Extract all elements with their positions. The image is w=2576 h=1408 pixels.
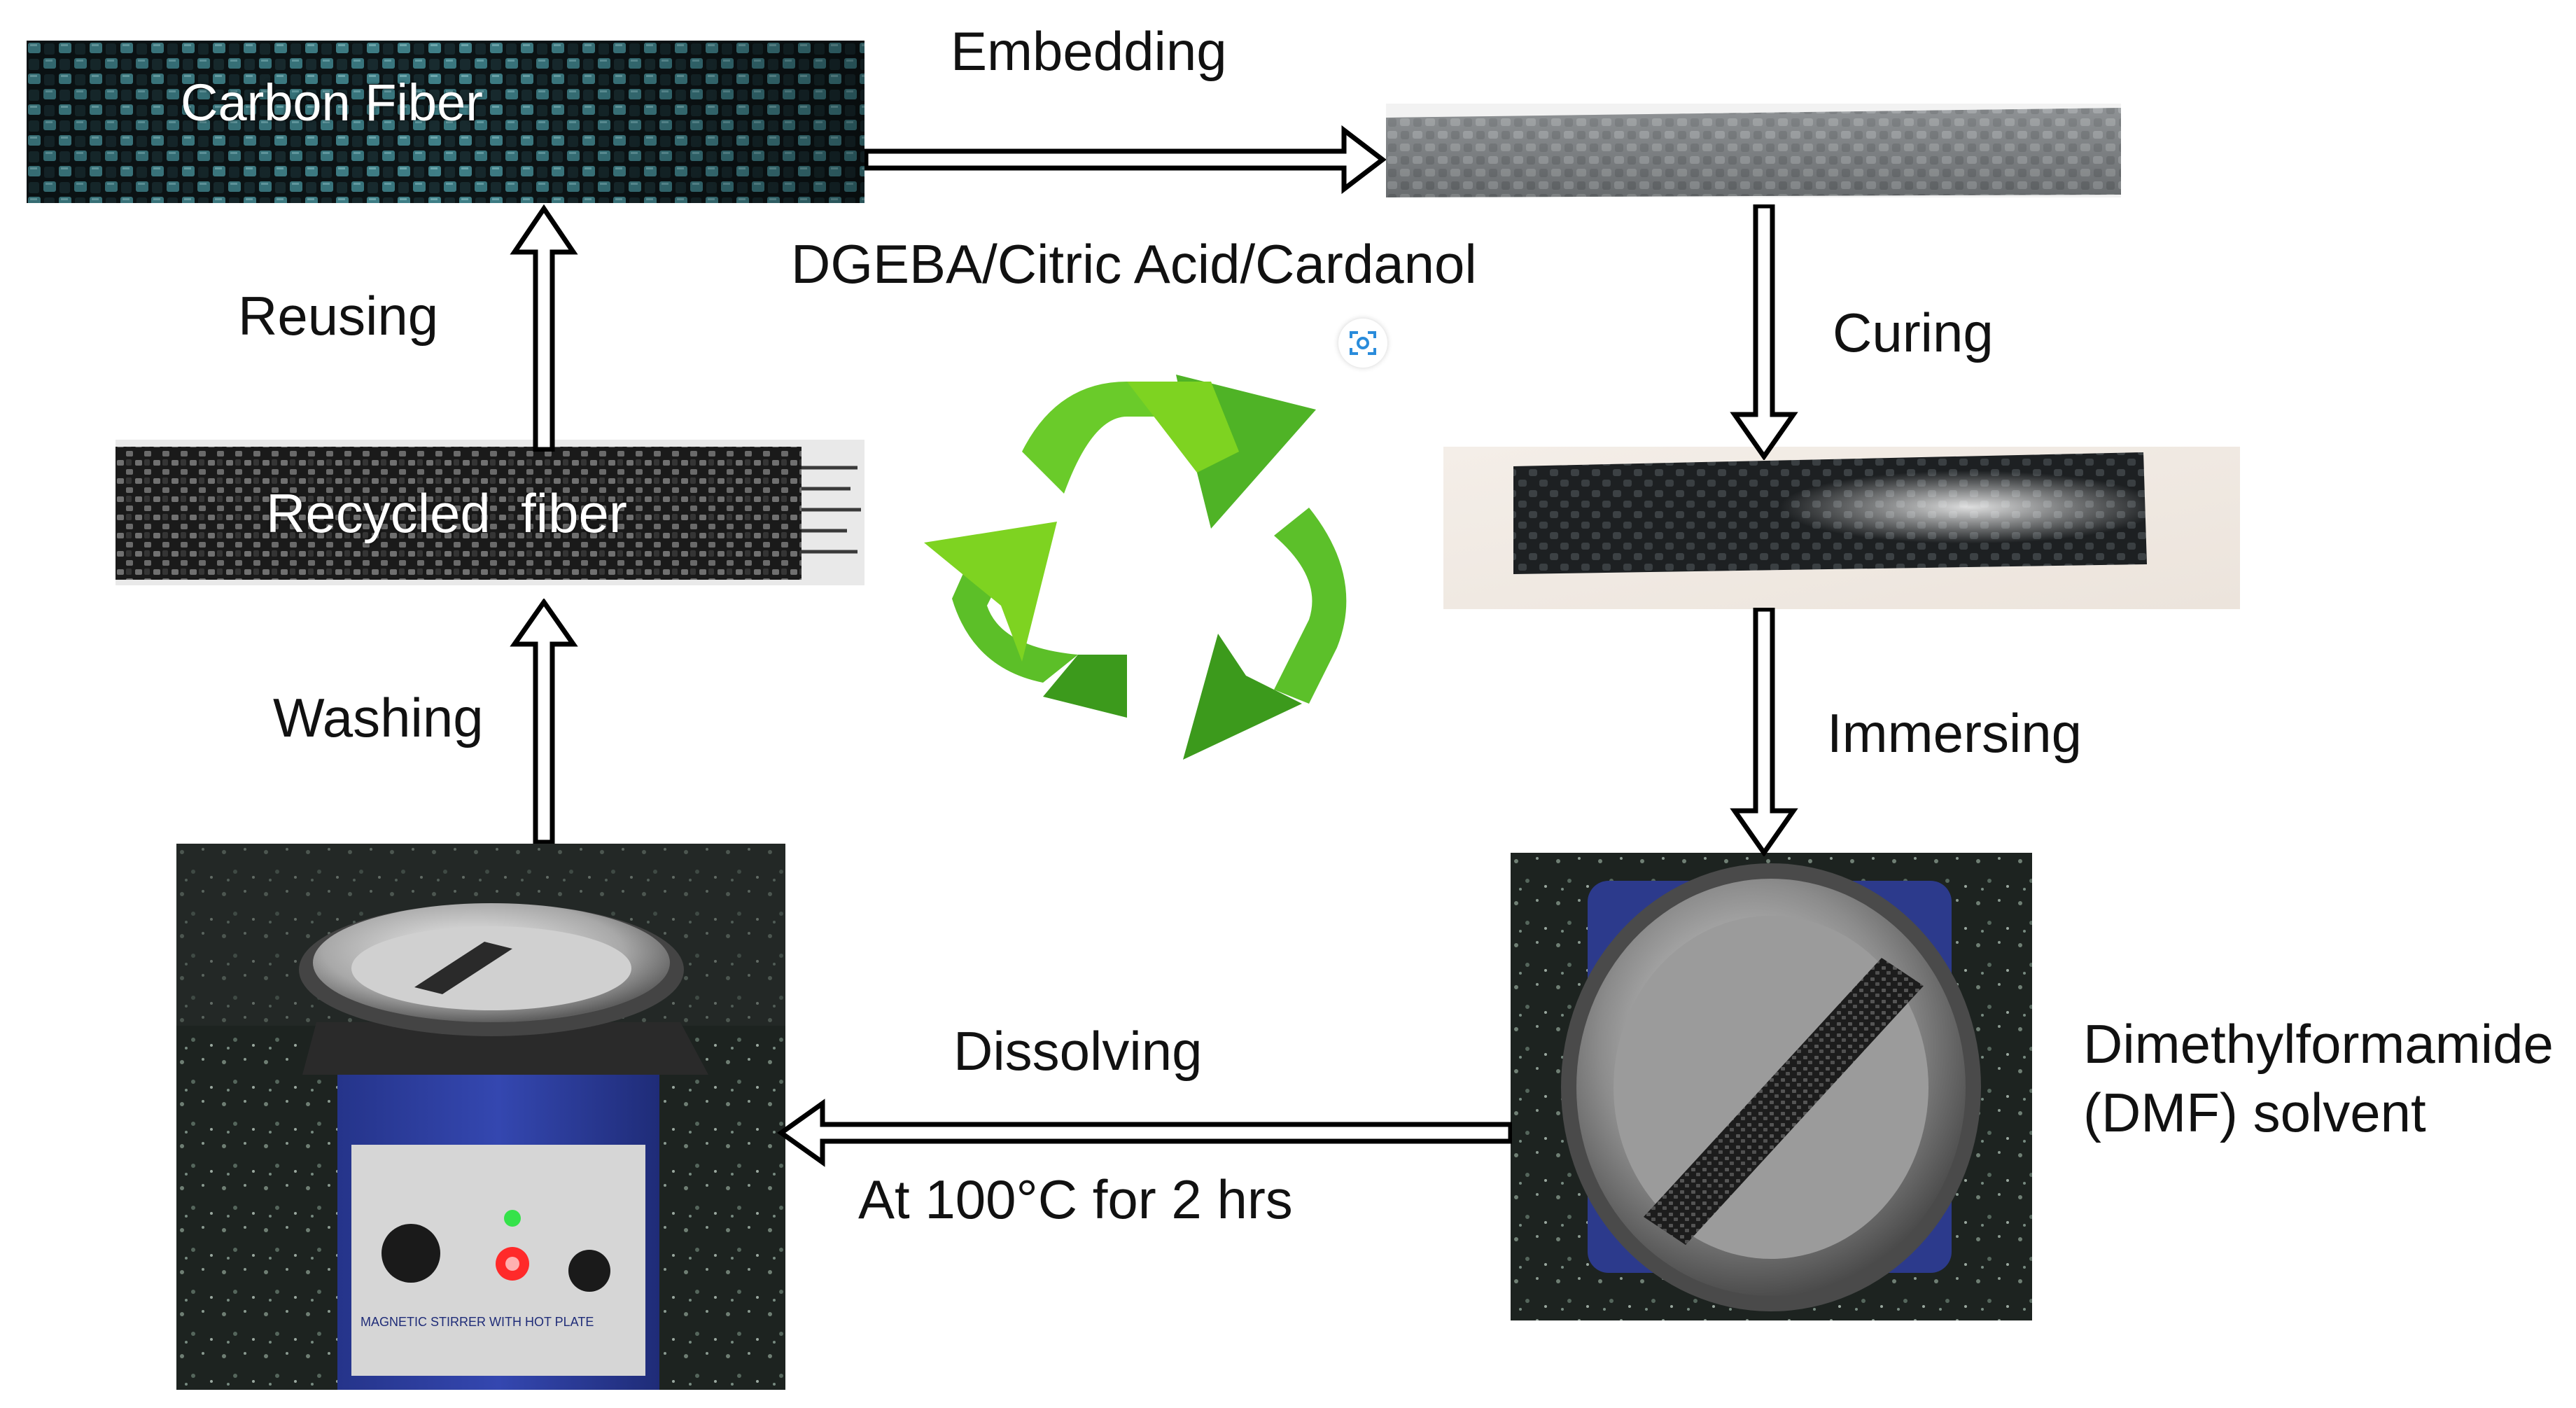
carbon-fiber-photo [27,41,864,203]
hotplate-panel-text: MAGNETIC STIRRER WITH HOT PLATE [360,1315,594,1329]
recycled-fiber-label: Recycled fiber [266,482,627,544]
washing-label: Washing [273,687,484,748]
composite-laminate-photo [1386,104,2121,197]
carbon-fiber-label: Carbon Fiber [181,74,483,132]
dmf-dish-photo [1511,853,2032,1320]
arrow-curing [1729,204,1799,460]
dissolving-label: Dissolving [953,1020,1203,1082]
solvent-label-line1: Dimethylformamide [2083,1013,2554,1075]
dissolving-conditions-label: At 100°C for 2 hrs [858,1169,1293,1230]
immersing-label: Immersing [1827,702,2082,764]
arrow-washing [509,599,579,844]
arrow-immersing [1729,608,1799,856]
cured-laminate-photo [1443,447,2240,609]
arrow-reusing [509,203,579,452]
reusing-label: Reusing [238,285,439,347]
solvent-label-line2: (DMF) solvent [2083,1082,2426,1143]
matrix-composition-label: DGEBA/Citric Acid/Cardanol [791,233,1477,295]
curing-label: Curing [1833,302,1994,363]
recycle-icon [917,368,1379,802]
lens-icon[interactable] [1338,319,1387,368]
recycled-fiber-photo [115,440,864,585]
arrow-dissolving [777,1098,1512,1168]
hotplate-stirrer-photo [176,844,785,1390]
embedding-label: Embedding [951,20,1227,82]
arrow-embedding [864,125,1386,195]
